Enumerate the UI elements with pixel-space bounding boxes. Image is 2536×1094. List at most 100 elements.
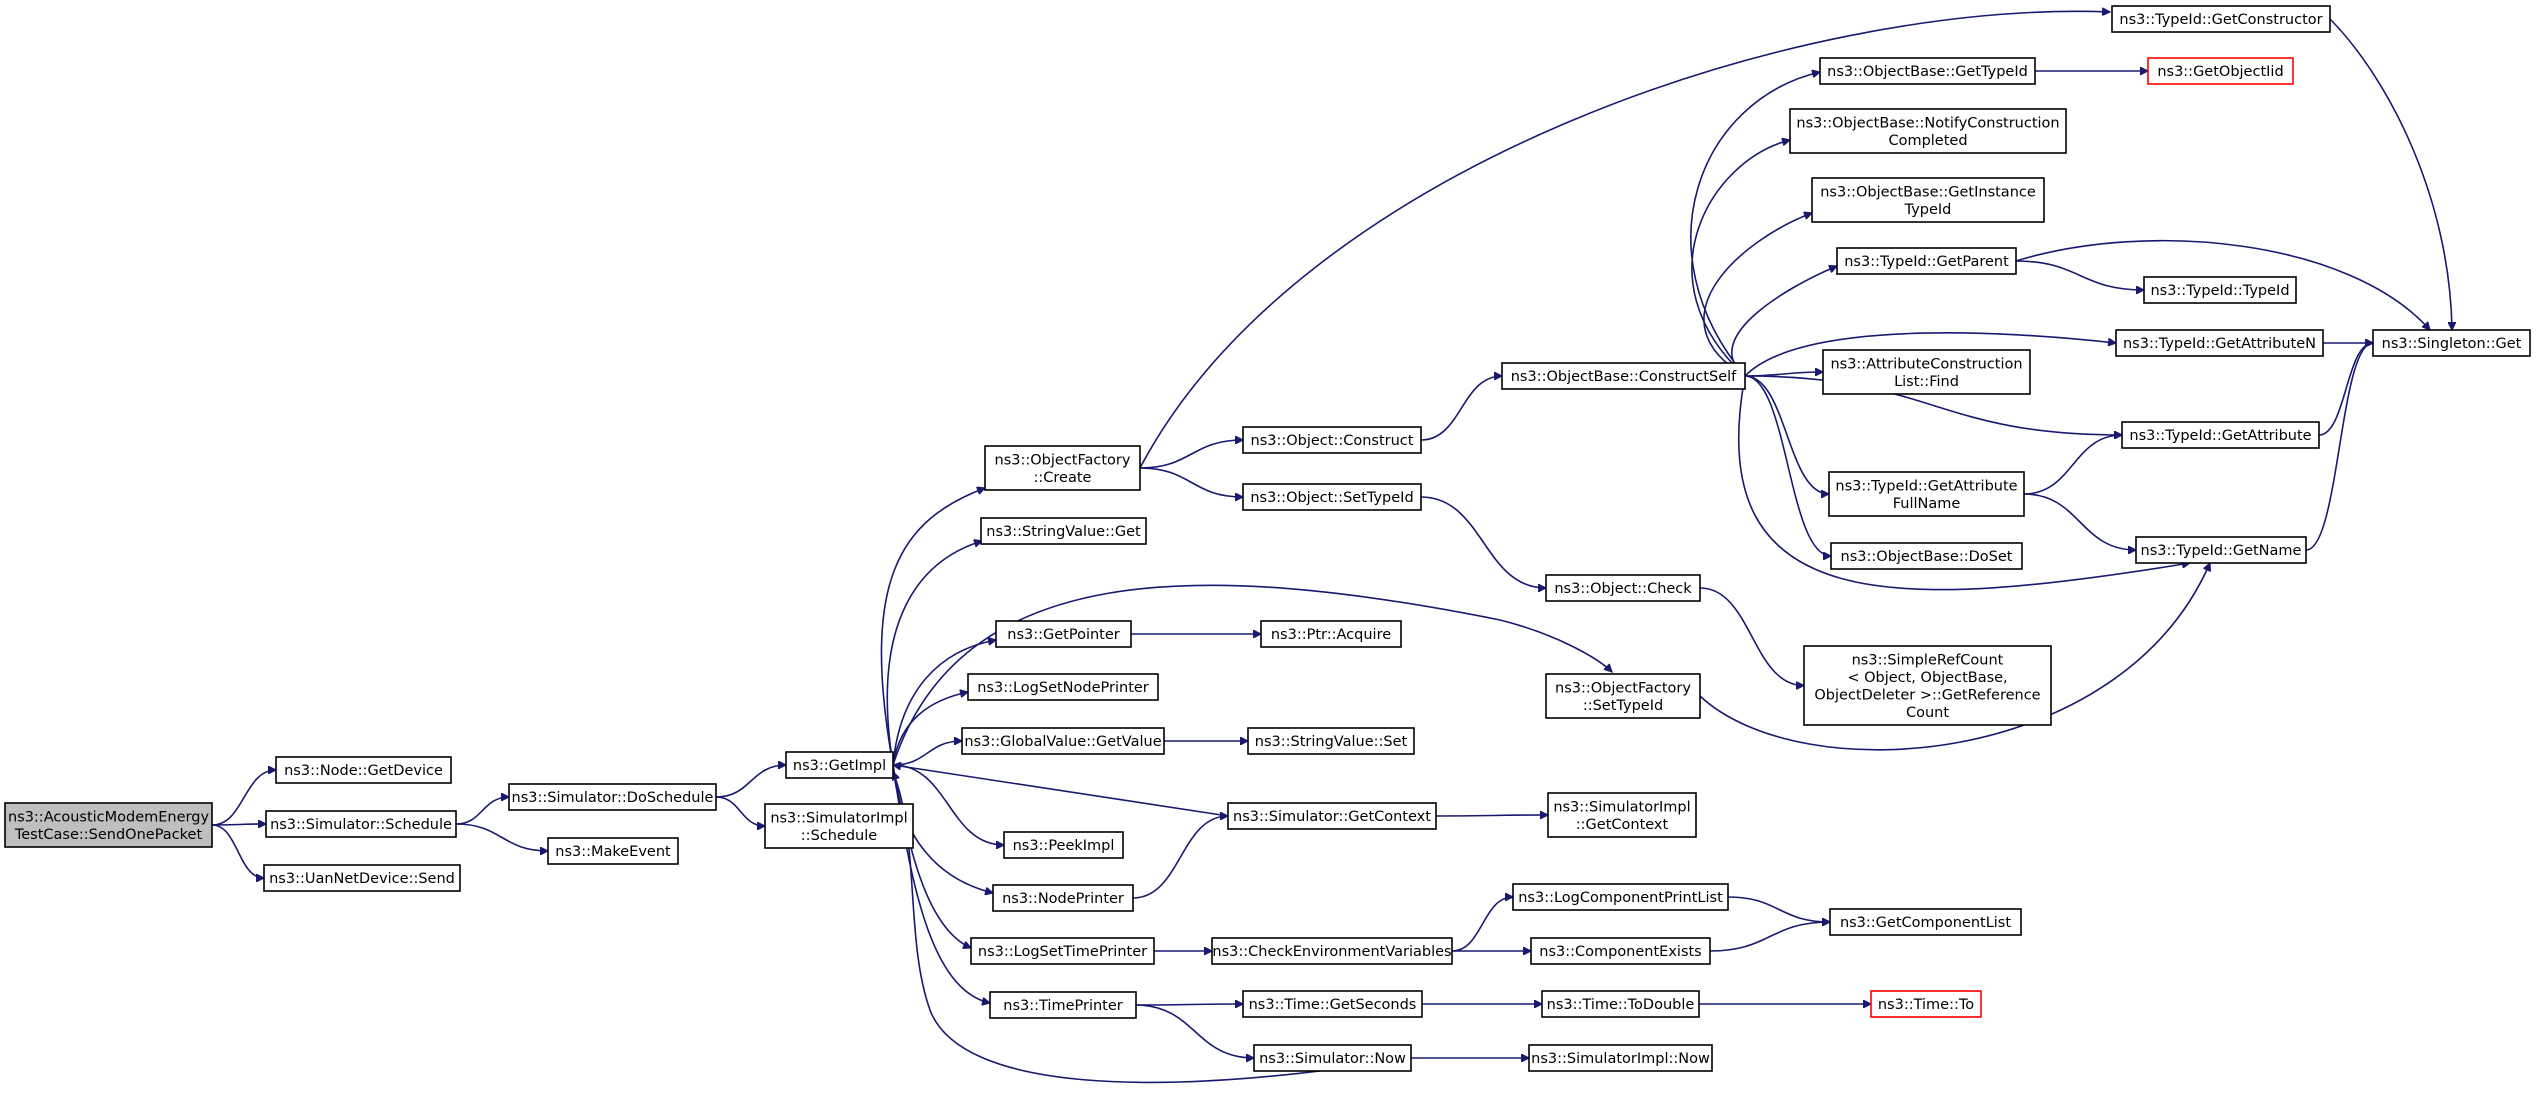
call-edge-of_create-to-tid_getconstructor: [1139, 11, 2110, 469]
edge-path: [2305, 343, 2373, 551]
edge-path: [2015, 260, 2144, 290]
node-label: ns3::TimePrinter: [1003, 998, 1123, 1014]
call-edge-ob_constructself-to-tid_getattribute: [1744, 375, 2122, 435]
node-box: [1830, 542, 2023, 570]
node-label: ns3::ComponentExists: [1539, 944, 1702, 960]
node-box: [263, 864, 461, 892]
node-box: [984, 445, 1141, 491]
function-node-tid_getconstructor[interactable]: ns3::TypeId::GetConstructor: [2111, 5, 2331, 33]
call-edge-sim_doschedule-to-getimpl: [715, 765, 786, 798]
function-node-logsettimeprinter[interactable]: ns3::LogSetTimePrinter: [970, 937, 1155, 965]
edge-path: [1132, 816, 1228, 899]
edge-path: [2023, 435, 2122, 495]
node-label: TypeId: [1904, 202, 1952, 218]
function-node-getpointer[interactable]: ns3::GetPointer: [995, 620, 1132, 648]
function-node-sv_set[interactable]: ns3::StringValue::Set: [1247, 727, 1415, 755]
function-node-getcomplist[interactable]: ns3::GetComponentList: [1829, 908, 2022, 936]
node-box: [265, 810, 457, 838]
function-node-ob_doset[interactable]: ns3::ObjectBase::DoSet: [1830, 542, 2023, 570]
function-node-node_getdevice[interactable]: ns3::Node::GetDevice: [275, 756, 452, 784]
function-node-tid_typeid[interactable]: ns3::TypeId::TypeId: [2143, 276, 2297, 304]
function-node-tid_getparent[interactable]: ns3::TypeId::GetParent: [1836, 247, 2017, 275]
call-edge-ob_constructself-to-tid_getattrfullname: [1744, 375, 1829, 494]
function-node-time_getseconds[interactable]: ns3::Time::GetSeconds: [1242, 990, 1423, 1018]
function-node-tid_getattributen[interactable]: ns3::TypeId::GetAttributeN: [2115, 329, 2324, 357]
node-box: [764, 803, 914, 849]
node-box: [1530, 937, 1711, 965]
edge-path: [893, 765, 1229, 817]
function-node-obj_construct[interactable]: ns3::Object::Construct: [1242, 426, 1422, 454]
function-node-obj_settypeid[interactable]: ns3::Object::SetTypeId: [1242, 483, 1422, 511]
call-edge-getimpl-to-logsetnodeprinter: [892, 692, 968, 766]
function-node-timeprinter[interactable]: ns3::TimePrinter: [989, 991, 1137, 1019]
function-node-ob_constructself[interactable]: ns3::ObjectBase::ConstructSelf: [1501, 362, 1746, 390]
function-node-peekimpl[interactable]: ns3::PeekImpl: [1003, 831, 1124, 859]
function-node-compexists[interactable]: ns3::ComponentExists: [1530, 937, 1711, 965]
function-node-nodeprinter[interactable]: ns3::NodePrinter: [992, 884, 1134, 912]
call-edge-obj_construct-to-ob_constructself: [1420, 376, 1502, 441]
node-label: ns3::ObjectBase::DoSet: [1841, 549, 2013, 565]
node-label: ns3::AcousticModemEnergy: [8, 809, 209, 825]
edge-path: [892, 584, 1612, 766]
function-node-of_create[interactable]: ns3::ObjectFactory::Create: [984, 445, 1141, 491]
edge-path: [211, 824, 266, 825]
function-node-gv_getvalue[interactable]: ns3::GlobalValue::GetValue: [961, 727, 1165, 755]
function-node-makeevent[interactable]: ns3::MakeEvent: [547, 837, 679, 865]
node-box: [2121, 421, 2320, 449]
function-node-getobjectiid[interactable]: ns3::GetObjectIid: [2147, 57, 2294, 85]
function-node-simimpl_getcontext[interactable]: ns3::SimulatorImpl::GetContext: [1547, 792, 1697, 838]
function-node-singleton_get[interactable]: ns3::Singleton::Get: [2372, 329, 2531, 357]
function-node-logsetnodeprinter[interactable]: ns3::LogSetNodePrinter: [967, 673, 1159, 701]
node-box: [2143, 276, 2297, 304]
call-edge-tid_getname-to-singleton_get: [2305, 343, 2373, 551]
node-box: [1836, 247, 2017, 275]
edge-path: [1731, 266, 1837, 377]
node-box: [1811, 177, 2045, 223]
function-node-sim_getcontext[interactable]: ns3::Simulator::GetContext: [1227, 802, 1437, 830]
node-label: ns3::PeekImpl: [1013, 838, 1115, 854]
edge-path: [1709, 922, 1830, 952]
function-node-simimpl_now[interactable]: ns3::SimulatorImpl::Now: [1528, 1044, 1713, 1072]
function-node-simimpl_schedule[interactable]: ns3::SimulatorImpl::Schedule: [764, 803, 914, 849]
node-label: ns3::ObjectBase::NotifyConstruction: [1796, 115, 2059, 131]
edge-path: [715, 796, 765, 826]
edge-path: [1727, 896, 1830, 922]
function-node-tid_getattribute[interactable]: ns3::TypeId::GetAttribute: [2121, 421, 2320, 449]
node-label: ns3::SimulatorImpl: [1553, 799, 1690, 815]
node-box: [1242, 483, 1422, 511]
edge-path: [1737, 375, 2190, 591]
node-label: ns3::ObjectFactory: [1555, 680, 1691, 696]
function-node-sv_get[interactable]: ns3::StringValue::Get: [980, 517, 1147, 545]
call-edge-getimpl-to-logsettimeprinter: [892, 764, 971, 948]
function-node-ob_notify[interactable]: ns3::ObjectBase::NotifyConstructionCompl…: [1789, 108, 2067, 154]
edge-path: [1420, 376, 1502, 441]
function-node-sim_now[interactable]: ns3::Simulator::Now: [1253, 1044, 1412, 1072]
function-node-sim_doschedule[interactable]: ns3::Simulator::DoSchedule: [508, 783, 717, 811]
edge-path: [2329, 18, 2452, 330]
node-label: ns3::Time::GetSeconds: [1249, 997, 1417, 1013]
function-node-time_todouble[interactable]: ns3::Time::ToDouble: [1541, 990, 1700, 1018]
function-node-sim_schedule[interactable]: ns3::Simulator::Schedule: [265, 810, 457, 838]
function-node-uan_send[interactable]: ns3::UanNetDevice::Send: [263, 864, 461, 892]
edge-path: [715, 765, 786, 798]
edge-path: [1435, 815, 1548, 816]
function-node-of_settypeid[interactable]: ns3::ObjectFactory::SetTypeId: [1545, 673, 1701, 719]
edge-path: [1699, 587, 1804, 686]
function-node-logcompprintlist[interactable]: ns3::LogComponentPrintList: [1512, 883, 1729, 911]
call-edge-ob_constructself-to-ob_getinstance: [1703, 213, 1812, 377]
function-node-ob_gettypeid[interactable]: ns3::ObjectBase::GetTypeId: [1819, 57, 2036, 85]
function-node-tid_getname[interactable]: ns3::TypeId::GetName: [2135, 536, 2307, 564]
function-node-ptr_acquire[interactable]: ns3::Ptr::Acquire: [1260, 620, 1402, 648]
call-edge-timeprinter-to-time_getseconds: [1135, 1004, 1243, 1005]
function-node-obj_check[interactable]: ns3::Object::Check: [1545, 574, 1701, 602]
function-node-checkenv[interactable]: ns3::CheckEnvironmentVariables: [1211, 937, 1453, 965]
node-label: ns3::TypeId::GetName: [2141, 543, 2302, 559]
node-box: [970, 937, 1155, 965]
function-node-time_to[interactable]: ns3::Time::To: [1870, 990, 1982, 1018]
function-node-getimpl[interactable]: ns3::GetImpl: [785, 751, 894, 779]
function-node-simplerefcount[interactable]: ns3::SimpleRefCount< Object, ObjectBase,…: [1803, 645, 2052, 726]
